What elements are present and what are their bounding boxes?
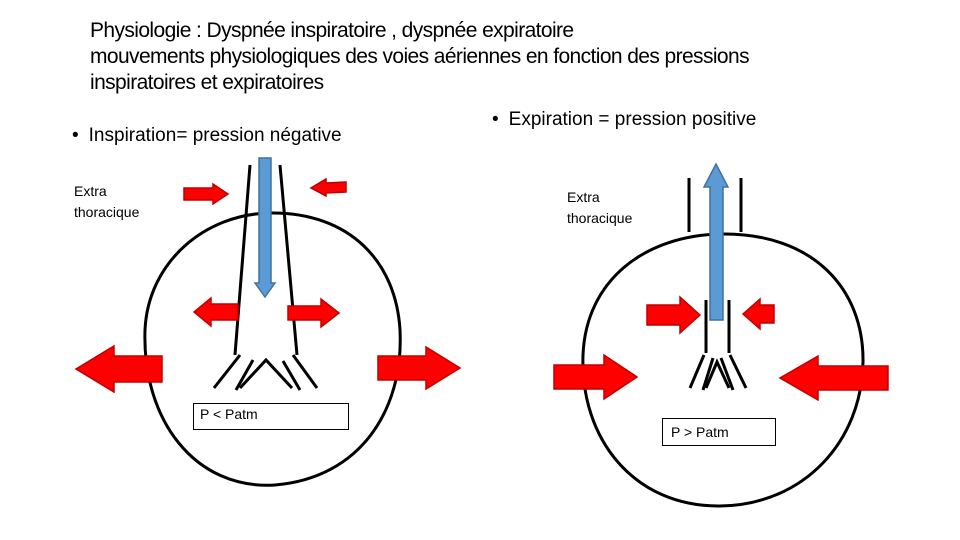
left-carina bbox=[238, 357, 294, 390]
left-extra-thoracic-label: Extra thoracique bbox=[74, 183, 140, 220]
right-bronchus bbox=[719, 354, 748, 391]
right-diagram bbox=[553, 162, 889, 508]
left-extra-arrow-left bbox=[309, 177, 347, 198]
left-bronchus bbox=[212, 354, 255, 391]
left-pressure-box: P < Patm bbox=[193, 403, 349, 430]
right-bronchus bbox=[688, 354, 715, 391]
left-thorax-arrow-left bbox=[74, 344, 163, 394]
left-pressure-label: P < Patm bbox=[200, 406, 258, 422]
left-bronchus bbox=[281, 354, 319, 391]
left-trachea-wall bbox=[233, 164, 252, 356]
title-line-3: inspiratoires et expiratoires bbox=[90, 71, 324, 94]
right-airflow-arrow bbox=[702, 162, 730, 321]
left-intra-arrow-right bbox=[287, 297, 341, 329]
right-extra-thoracic-label: Extra thoracique bbox=[567, 189, 633, 226]
right-thorax-arrow-right bbox=[553, 353, 639, 401]
slide-title: Physiologie : Dyspnée inspiratoire , dys… bbox=[90, 18, 910, 96]
left-thorax-outline bbox=[143, 211, 402, 487]
bullet-dot: • bbox=[492, 109, 499, 130]
right-thorax-arrow-left bbox=[778, 354, 889, 402]
right-carina bbox=[704, 358, 731, 389]
bullet-inspiration: • Inspiration= pression négative bbox=[72, 125, 342, 147]
left-intra-arrow-left bbox=[192, 296, 239, 328]
title-line-1: Physiologie : Dyspnée inspiratoire , dys… bbox=[90, 19, 574, 42]
left-diagram bbox=[74, 157, 462, 487]
right-thorax-outline bbox=[581, 232, 865, 508]
bullet-dot: • bbox=[72, 125, 79, 146]
right-intra-arrow-left bbox=[741, 297, 775, 331]
left-trachea-wall bbox=[278, 164, 299, 356]
bullet-expiration: • Expiration = pression positive bbox=[492, 109, 756, 131]
right-pressure-box: P > Patm bbox=[662, 418, 776, 446]
left-extra-arrow-right bbox=[183, 182, 230, 206]
bullet-inspiration-text: Inspiration= pression négative bbox=[88, 125, 342, 146]
left-thorax-arrow-right bbox=[377, 345, 462, 391]
right-pressure-label: P > Patm bbox=[671, 424, 729, 440]
right-intra-arrow-right bbox=[646, 295, 702, 335]
bullet-expiration-text: Expiration = pression positive bbox=[508, 109, 757, 130]
title-line-2: mouvements physiologiques des voies aéri… bbox=[90, 45, 750, 68]
left-airflow-arrow bbox=[253, 157, 277, 299]
